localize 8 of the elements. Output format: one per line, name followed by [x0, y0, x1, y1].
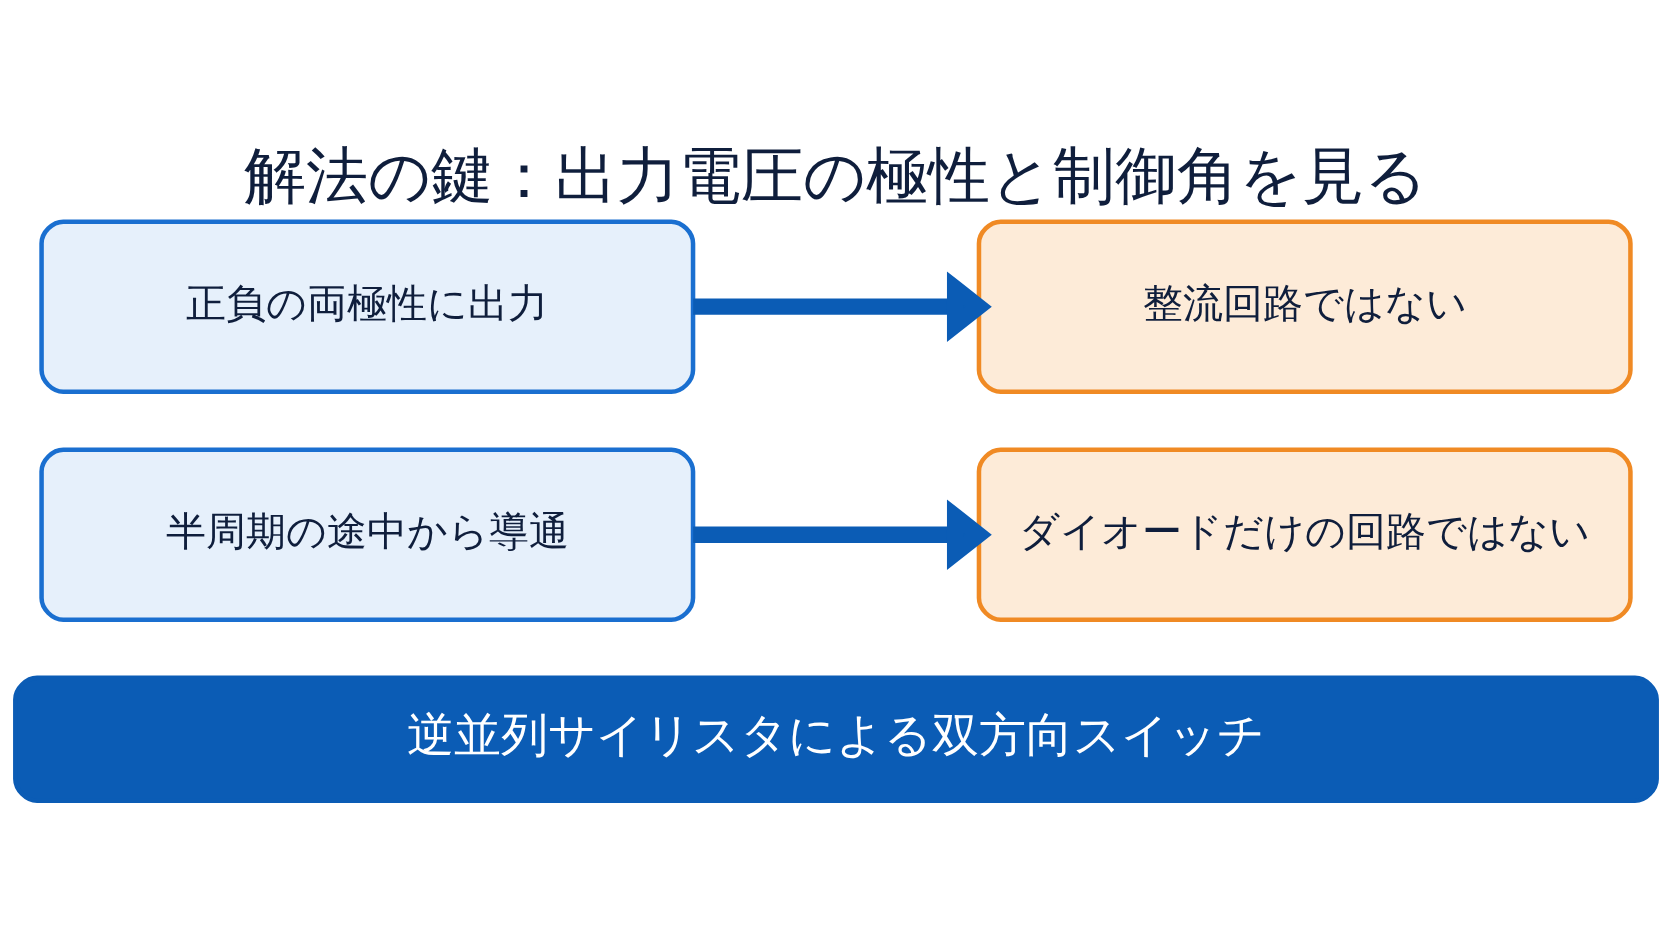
diagram-title: 解法の鍵：出力電圧の極性と制御角を見る: [244, 139, 1428, 212]
node-box: 逆並列サイリスタによる双方向スイッチ: [13, 675, 1659, 803]
node-box: ダイオードだけの回路ではない: [976, 447, 1633, 623]
node-box: 正負の両極性に出力: [39, 219, 696, 395]
node-box: 半周期の途中から導通: [39, 447, 696, 623]
node-box: 整流回路ではない: [976, 219, 1633, 395]
arrow: [693, 499, 992, 571]
arrow: [693, 271, 992, 343]
